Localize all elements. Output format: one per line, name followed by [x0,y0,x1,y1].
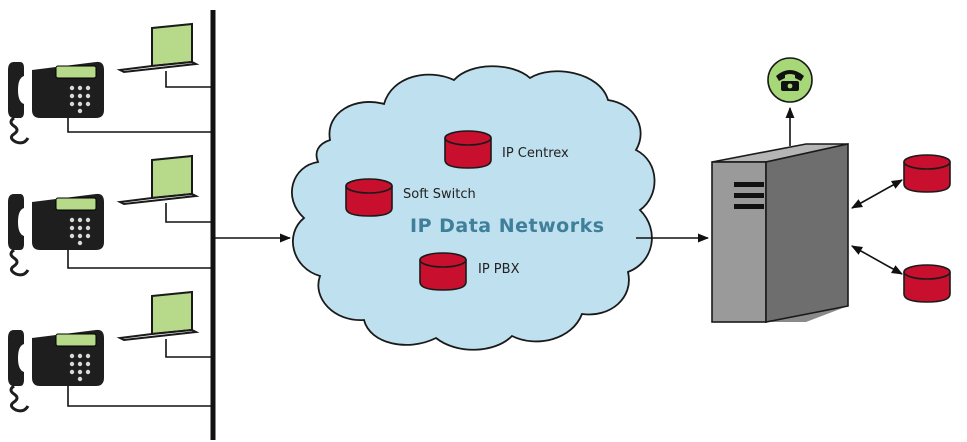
ip-pbx-label: IP PBX [478,262,520,277]
telephone-circle-icon [767,57,813,103]
endpoint-group-3 [6,290,213,413]
phone-link [67,250,213,269]
server-to-database-bottom-arrow [851,245,903,275]
desk-phone-icon [6,154,198,277]
database-cylinder-icon [903,264,951,303]
database-cylinder-icon [903,154,951,193]
endpoint-group-1 [6,22,213,145]
cloud-title: IP Data Networks [410,215,605,237]
phone-link [67,118,213,133]
server-to-database-top-arrow [851,179,903,209]
laptop-link [165,339,213,358]
soft-switch-label: Soft Switch [403,187,476,202]
ip-centrex-label: IP Centrex [502,146,569,161]
phone-link [67,386,213,407]
laptop-link [165,71,213,88]
laptop-link [165,203,213,223]
server-tower-icon [711,143,849,323]
ip-centrex-database-icon [444,130,492,169]
ip-data-network-cloud [291,65,656,351]
endpoint-group-2 [6,154,213,277]
soft-switch-database-icon [345,178,393,217]
desk-phone-icon [6,290,198,413]
desk-phone-icon [6,22,198,145]
ip-pbx-database-icon [419,252,467,291]
